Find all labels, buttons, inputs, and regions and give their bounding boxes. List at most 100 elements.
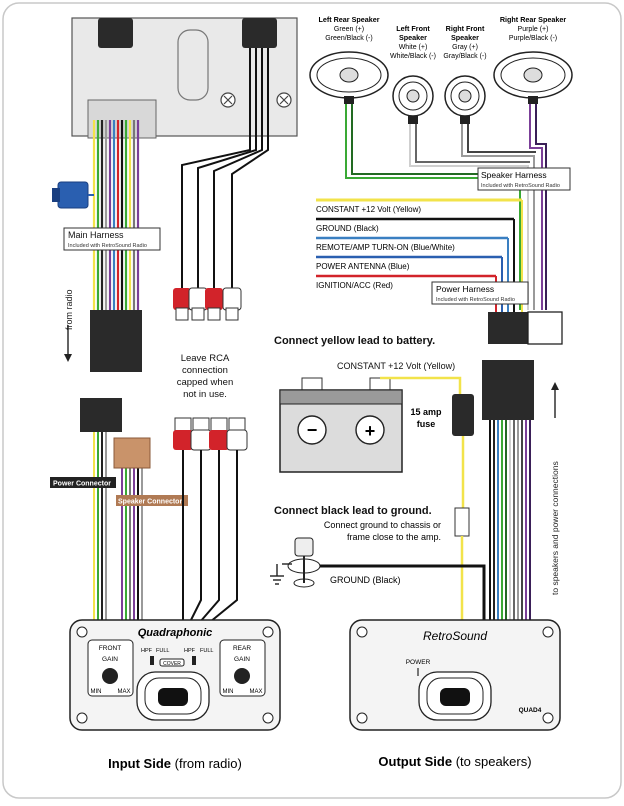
- svg-text:Power Connector: Power Connector: [53, 481, 111, 488]
- ground-lead-label: GROUND (Black): [330, 575, 401, 585]
- battery-lead-label: CONSTANT +12 Volt (Yellow): [337, 361, 455, 371]
- svg-text:FULL: FULL: [156, 648, 169, 654]
- ground-bolt-icon: [287, 537, 321, 588]
- svg-text:Left Front: Left Front: [396, 24, 430, 33]
- svg-text:FULL: FULL: [200, 648, 213, 654]
- ground-note-1: Connect ground to chassis or: [324, 520, 441, 530]
- antenna-plug: [52, 181, 94, 209]
- svg-text:15 amp: 15 amp: [410, 407, 442, 417]
- rca-note: Leave RCA connection capped when not in …: [177, 353, 234, 400]
- rca-plugs-top: [173, 287, 242, 321]
- main-harness-title: Main Harness: [68, 230, 124, 240]
- svg-text:HPF: HPF: [184, 648, 196, 654]
- svg-text:POWER: POWER: [406, 659, 431, 666]
- main-harness-label: Main Harness Included with RetroSound Ra…: [63, 227, 161, 251]
- svg-text:MIN: MIN: [223, 689, 234, 695]
- speaker-right-rear: Right Rear Speaker Purple (+) Purple/Bla…: [493, 15, 573, 104]
- svg-text:capped when: capped when: [177, 377, 234, 388]
- svg-text:to speakers and power connecti: to speakers and power connections: [550, 461, 560, 595]
- from-radio-arrow: from radio: [64, 289, 74, 362]
- speaker-harness-label: Speaker Harness Included with RetroSound…: [477, 167, 571, 191]
- speaker-left-rear: Left Rear Speaker Green (+) Green/Black …: [309, 15, 389, 104]
- main-harness-bundle: [92, 120, 140, 312]
- inline-connector: [454, 507, 470, 537]
- power-connector-label: Power Connector: [50, 477, 116, 488]
- brand-retrosound: RetroSound: [423, 629, 487, 643]
- svg-text:fuse: fuse: [417, 419, 436, 429]
- svg-text:White/Black (-): White/Black (-): [390, 53, 436, 60]
- svg-text:Power Harness: Power Harness: [436, 284, 494, 294]
- ground-note-2: frame close to the amp.: [347, 532, 441, 542]
- battery-yellow-lead: [380, 376, 462, 394]
- speaker-right-front: Right Front Speaker Gray (+) Gray/Black …: [443, 24, 487, 124]
- svg-text:Green (+): Green (+): [334, 26, 364, 33]
- svg-text:COVER: COVER: [163, 661, 181, 667]
- svg-text:MAX: MAX: [249, 689, 262, 695]
- input-wires: [93, 430, 143, 622]
- speaker-left-front: Left Front Speaker White (+) White/Black…: [390, 24, 436, 124]
- svg-text:MIN: MIN: [91, 689, 102, 695]
- svg-text:Included with RetroSound Radio: Included with RetroSound Radio: [436, 297, 515, 303]
- main-harness-connector: [90, 310, 142, 372]
- svg-text:Left Rear Speaker: Left Rear Speaker: [318, 15, 379, 24]
- svg-text:Right Front: Right Front: [446, 24, 485, 33]
- svg-text:REAR: REAR: [233, 645, 251, 652]
- svg-text:Gray/Black (-): Gray/Black (-): [443, 53, 486, 60]
- amp-output-side: RetroSound POWER QUAD4: [349, 619, 561, 731]
- brand-quadraphonic: Quadraphonic: [138, 627, 213, 639]
- caption-output: Output Side (to speakers): [378, 754, 531, 769]
- caption-input: Input Side (from radio): [108, 756, 242, 771]
- svg-text:CONSTANT +12 Volt (Yellow): CONSTANT +12 Volt (Yellow): [316, 205, 421, 214]
- from-radio-label: from radio: [64, 289, 74, 330]
- svg-text:Right Rear Speaker: Right Rear Speaker: [500, 15, 567, 24]
- to-speakers-arrow: to speakers and power connections: [550, 382, 560, 595]
- svg-text:White (+): White (+): [399, 44, 428, 51]
- svg-text:POWER ANTENNA (Blue): POWER ANTENNA (Blue): [316, 262, 410, 271]
- power-connector-block: [80, 398, 122, 432]
- svg-text:GROUND (Black): GROUND (Black): [316, 224, 379, 233]
- svg-text:not in use.: not in use.: [183, 389, 227, 400]
- svg-text:IGNITION/ACC (Red): IGNITION/ACC (Red): [316, 281, 393, 290]
- rear-filter-switch[interactable]: [192, 656, 196, 665]
- speaker-connector-label: Speaker Connector: [116, 495, 188, 506]
- battery-minus: −: [307, 420, 318, 440]
- svg-text:MAX: MAX: [117, 689, 130, 695]
- ground-lead: [320, 564, 486, 622]
- svg-text:connection: connection: [182, 365, 228, 376]
- battery-icon: − +: [279, 377, 403, 473]
- battery-plus: +: [365, 421, 376, 441]
- ground-symbol-icon: [270, 563, 292, 585]
- rca-cables-top: [181, 48, 269, 290]
- svg-text:Speaker: Speaker: [451, 33, 479, 42]
- svg-text:Purple/Black (-): Purple/Black (-): [509, 35, 557, 42]
- fuse-holder: 15 amp fuse: [410, 394, 474, 436]
- amp-input-side: Quadraphonic FRONT GAIN MIN MAX REAR GAI…: [69, 619, 281, 731]
- svg-text:Speaker Connector: Speaker Connector: [118, 499, 182, 506]
- svg-text:Speaker: Speaker: [399, 33, 427, 42]
- svg-text:QUAD4: QUAD4: [519, 707, 542, 714]
- battery-heading: Connect yellow lead to battery.: [274, 335, 435, 347]
- rear-gain-knob[interactable]: [234, 668, 250, 684]
- svg-text:Purple (+): Purple (+): [518, 26, 549, 33]
- svg-text:Speaker Harness: Speaker Harness: [481, 170, 547, 180]
- svg-text:Leave RCA: Leave RCA: [181, 353, 230, 364]
- main-harness-subtitle: Included with RetroSound Radio: [68, 243, 147, 249]
- svg-text:FRONT: FRONT: [99, 645, 121, 652]
- power-harness-label: Power Harness Included with RetroSound R…: [431, 281, 529, 305]
- power-leads: CONSTANT +12 Volt (Yellow) GROUND (Black…: [316, 198, 523, 312]
- front-gain-knob[interactable]: [102, 668, 118, 684]
- harness-connectors: [482, 311, 563, 420]
- svg-text:Green/Black (-): Green/Black (-): [325, 35, 372, 42]
- rca-cables-bottom: [182, 450, 238, 623]
- svg-text:HPF: HPF: [141, 648, 153, 654]
- ground-heading: Connect black lead to ground.: [274, 505, 432, 517]
- svg-text:Gray (+): Gray (+): [452, 44, 478, 51]
- svg-text:Included with RetroSound Radio: Included with RetroSound Radio: [481, 183, 560, 189]
- front-filter-switch[interactable]: [150, 656, 154, 665]
- output-wires: [489, 420, 531, 622]
- rca-plugs-bottom: [173, 417, 248, 451]
- speaker-connector-block: [113, 437, 151, 469]
- svg-text:REMOTE/AMP TURN-ON (Blue/White: REMOTE/AMP TURN-ON (Blue/White): [316, 243, 455, 252]
